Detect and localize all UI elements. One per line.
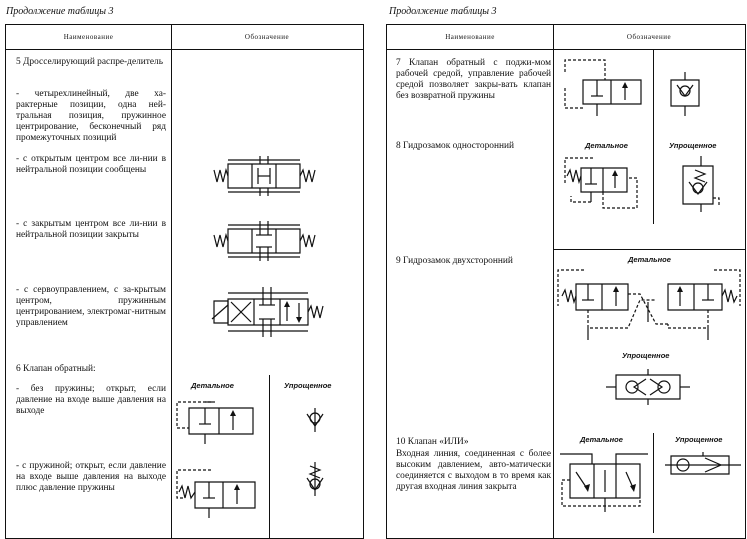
label-detailed-item10: Детальное — [580, 435, 623, 444]
item9-text: 9 Гидрозамок двухсторонний — [396, 256, 513, 266]
or-valve-detailed-symbol — [556, 450, 652, 512]
item5-b: - с открытым центром все ли-нии в нейтра… — [16, 154, 166, 175]
pilot-check-valve-simplified-symbol — [669, 72, 703, 116]
item10-title: 10 Клапан «ИЛИ» — [396, 437, 469, 447]
left-col-divider — [171, 25, 172, 538]
item7-text: 7 Клапан обратный с поджи-мом рабочей ср… — [396, 58, 551, 101]
open-center-valve-symbol — [212, 156, 322, 196]
item10-text: Входная линия, соединенная с более высок… — [396, 449, 551, 492]
right-caption: Продолжение таблицы 3 — [389, 6, 497, 17]
item6-a: - без пружины; открыт, если давление на … — [16, 384, 166, 416]
double-lock-simplified-symbol — [606, 369, 690, 405]
right-sub-divider-10 — [653, 433, 654, 533]
item5-d: - с сервоуправлением, с за-крытым центро… — [16, 285, 166, 328]
check-valve-spring-detailed-symbol — [175, 468, 267, 520]
item5-a: - четырехлинейный, две ха-рактерные пози… — [16, 89, 166, 143]
item5-c: - с закрытым центром все ли-нии в нейтра… — [16, 219, 166, 240]
left-caption: Продолжение таблицы 3 — [6, 6, 114, 17]
item8-text: 8 Гидрозамок односторонний — [396, 141, 515, 151]
label-detailed-item6: Детальное — [191, 381, 234, 390]
right-sub-divider-8 — [653, 134, 654, 224]
right-row-separator — [553, 249, 745, 250]
left-sub-divider — [269, 375, 270, 538]
or-valve-simplified-symbol — [665, 452, 741, 478]
item6-title: 6 Клапан обратный: — [16, 364, 96, 374]
item6-b: - с пружиной; открыт, если давление на в… — [16, 461, 166, 493]
label-simplified-item9: Упрощенное — [622, 351, 670, 360]
right-sub-divider-7 — [653, 49, 654, 139]
left-col-name-header: Наименование — [6, 25, 171, 50]
double-lock-detailed-symbol — [556, 266, 742, 342]
closed-center-valve-symbol — [212, 221, 322, 261]
single-lock-detailed-symbol — [563, 156, 643, 212]
item5-title: 5 Дросселирующий распре-делитель — [16, 57, 164, 67]
left-col-symbol-header: Обозначение — [171, 25, 363, 50]
label-simplified-item6: Упрощенное — [284, 381, 332, 390]
right-col-name-header: Наименование — [387, 25, 553, 50]
label-detailed-item8: Детальное — [585, 141, 628, 150]
label-simplified-item8: Упрощенное — [669, 141, 717, 150]
servo-valve-symbol — [204, 285, 328, 339]
single-lock-simplified-symbol — [679, 156, 723, 212]
check-valve-simplified-symbol — [304, 408, 326, 432]
check-valve-spring-simplified-symbol — [304, 462, 326, 496]
right-col-divider — [553, 25, 554, 538]
check-valve-detailed-symbol — [175, 394, 261, 446]
label-simplified-item10: Упрощенное — [675, 435, 723, 444]
label-detailed-item9: Детальное — [628, 255, 671, 264]
right-col-symbol-header: Обозначение — [553, 25, 745, 50]
pilot-check-valve-detailed-symbol — [561, 58, 647, 118]
